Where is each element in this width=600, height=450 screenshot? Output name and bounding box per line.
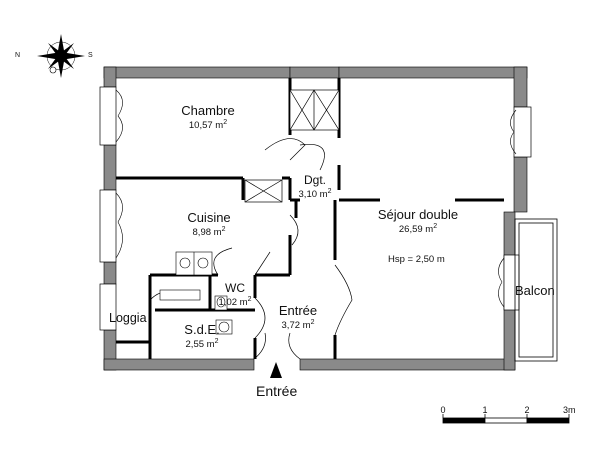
room-area: 1,02 m [218,296,248,308]
ceiling-height-label: Hsp = 2,50 m [388,254,445,265]
room-name: Séjour double [377,207,459,222]
entrance-arrow [270,362,282,378]
room-sejour: Séjour double 26,59 m2 [370,207,466,236]
unit-superscript: 2 [221,225,226,233]
room-area: 3,10 m [298,188,328,200]
entrance-label: Entrée [256,383,298,399]
balcony-label: Balcon [515,283,555,298]
window-sashes [115,89,517,308]
room-area: 10,57 m [188,119,224,131]
scale-tick-label: 3m [563,405,576,415]
room-name: Dgt. [303,173,326,187]
unit-superscript: 2 [214,337,219,345]
scale-bar [442,414,570,424]
room-cuisine: Cuisine 8,98 m2 [175,210,243,239]
room-area: 26,59 m [398,223,434,235]
room-area: 3,72 m [281,319,311,331]
fixtures [159,251,233,335]
unit-superscript: 2 [247,295,252,303]
room-chambre: Chambre 10,57 m2 [172,103,244,132]
room-entree: Entrée 3,72 m2 [270,303,326,332]
scale-tick-label: 2 [524,405,530,415]
room-area: 8,98 m [192,226,222,238]
room-name: Chambre [181,103,235,118]
room-salle-d-eau: S.d.E. 2,55 m2 [175,322,229,351]
room-area: 2,55 m [185,338,215,350]
loggia-label: Loggia [109,311,147,325]
room-name: Entrée [278,303,318,318]
compass-south-label: S [88,52,93,59]
scale-tick-label: 1 [482,405,488,415]
unit-superscript: 2 [433,222,438,230]
room-name: Cuisine [187,210,231,225]
room-degagement: Dgt. 3,10 m2 [291,173,339,201]
unit-superscript: 2 [310,318,315,326]
compass-north-label: N [15,52,21,59]
unit-superscript: 2 [327,187,332,195]
unit-superscript: 2 [223,118,228,126]
room-wc: WC 1,02 m2 [212,281,258,309]
room-name: WC [225,281,245,295]
room-name: S.d.E. [184,322,220,337]
balcony [514,218,558,362]
scale-tick-label: 0 [440,405,446,415]
compass-rose-icon [37,34,85,78]
closets [244,89,340,203]
